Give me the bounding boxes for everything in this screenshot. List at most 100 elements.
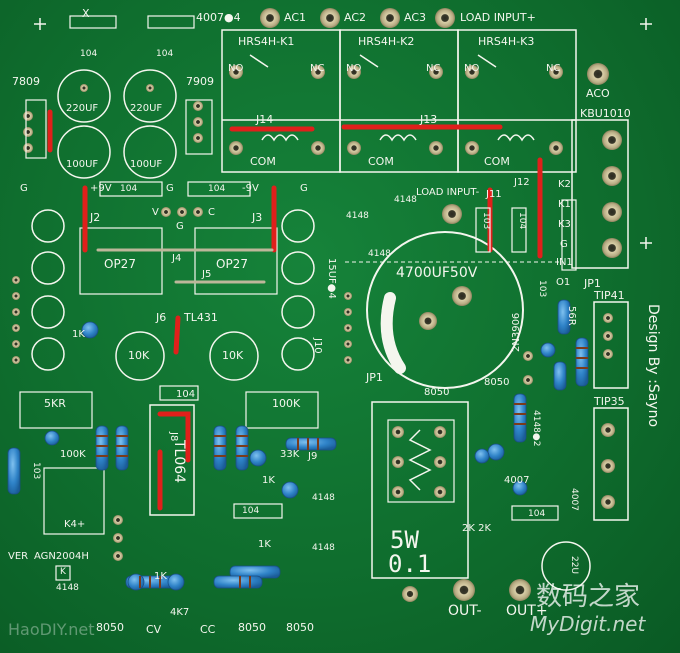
label-tl064: TL064 — [171, 440, 187, 484]
label-2k2k: 2K 2K — [462, 523, 492, 534]
label-2n3906: 2N3906 — [511, 312, 522, 352]
label-4148-e: 4148 — [312, 543, 335, 553]
label-j3: J3 — [252, 211, 263, 224]
label-jp1-right: JP1 — [584, 277, 601, 290]
op27-right-outline — [194, 227, 278, 295]
watermark-cn: 数码之家 — [536, 582, 641, 612]
label-j2: J2 — [90, 211, 101, 224]
label-op27-left: OP27 — [104, 257, 136, 271]
label-no-2: NO — [346, 63, 362, 74]
label-104-c: 104 — [517, 212, 527, 230]
label-plus9v: +9V — [90, 183, 112, 194]
label-104-e: 104 — [176, 389, 196, 400]
power-resistor-outline — [371, 401, 469, 579]
label-8050-d: 8050 — [238, 621, 266, 634]
label-op27-right: OP27 — [216, 257, 248, 271]
label-v: V — [152, 207, 159, 218]
label-k1: K1 — [558, 199, 571, 210]
cap-outlines — [31, 69, 591, 591]
label-4k7: 4K7 — [170, 607, 190, 618]
bridge-outline — [571, 119, 629, 269]
label-cc: CC — [200, 623, 216, 636]
label-g-left: G — [20, 183, 28, 194]
label-220uf-2: 220UF — [130, 103, 163, 114]
label-out-minus: OUT- — [448, 603, 482, 619]
label-8050-b: 8050 — [424, 387, 450, 398]
label-g-mid: G — [166, 183, 174, 194]
label-10k-left: 10K — [128, 349, 150, 362]
label-4007-top: 4007●4 — [196, 11, 241, 24]
label-4007-mid: 4007 — [504, 475, 530, 486]
watermark-left: HaoDIY.net — [8, 620, 95, 639]
label-104-d: 104 — [528, 509, 546, 519]
label-100k-right: 100K — [272, 397, 301, 410]
label-k: K — [60, 567, 66, 577]
label-4148-c: 4148 — [368, 249, 391, 259]
label-7809: 7809 — [12, 75, 40, 88]
label-104-a: 104 — [120, 184, 138, 194]
label-1k-left: 1K — [72, 329, 85, 340]
label-minus9v: -9V — [242, 183, 259, 194]
label-j8: J8 — [168, 432, 179, 442]
label-j10: J10 — [312, 338, 323, 354]
label-j12: J12 — [514, 177, 530, 188]
label-4148x2: 4148●2 — [531, 410, 541, 447]
label-k2: K2 — [558, 179, 571, 190]
label-4700uf: 4700UF50V — [396, 265, 478, 281]
label-g-right: G — [300, 183, 308, 194]
label-ver: VER — [8, 551, 29, 562]
label-4148-b: 4148 — [346, 211, 369, 221]
label-tip41: TIP41 — [594, 289, 625, 302]
label-no-1: NO — [228, 63, 244, 74]
label-c: C — [208, 207, 215, 218]
label-com-1: COM — [250, 155, 276, 168]
corner-marks — [34, 18, 652, 249]
label-103-c: 103 — [31, 462, 41, 480]
watermark-en: MyDigit.net — [530, 612, 646, 636]
label-j13: J13 — [420, 113, 438, 126]
label-g-under: G — [176, 221, 184, 232]
label-1k-bottom-a: 1K — [154, 571, 167, 582]
label-relay-k2: HRS4H-K2 — [358, 35, 415, 48]
label-g-k: G — [560, 239, 568, 250]
label-k4: K4+ — [64, 519, 86, 530]
label-104-b: 104 — [208, 184, 226, 194]
tip35-outline — [593, 407, 629, 521]
label-aco: ACO — [586, 87, 610, 100]
label-jp1-center: JP1 — [366, 371, 383, 384]
label-4007-side: 4007 — [569, 488, 579, 511]
label-k3: K3 — [558, 219, 571, 230]
label-load-input-minus: LOAD INPUT- — [416, 187, 480, 198]
label-8050-e: 8050 — [286, 621, 314, 634]
label-8050-c: 8050 — [96, 621, 124, 634]
label-8050-a: 8050 — [484, 377, 510, 388]
label-nc-2: NC — [426, 63, 441, 74]
label-4148-f: 4148 — [56, 583, 79, 593]
label-01: 0.1 — [388, 550, 432, 578]
label-nc-3: NC — [546, 63, 561, 74]
label-220uf-1: 220UF — [66, 103, 99, 114]
label-104-h: 104 — [156, 49, 174, 59]
label-100k-left: 100K — [60, 449, 86, 460]
label-j14: J14 — [256, 113, 274, 126]
label-22u: 22U — [569, 556, 579, 575]
pads — [12, 8, 622, 602]
label-100uf-2: 100UF — [130, 159, 163, 170]
tl064-outline — [149, 404, 195, 516]
big-cap-outline — [366, 231, 524, 389]
label-ac3: AC3 — [404, 11, 427, 24]
label-15uf: 15UF●4 — [326, 258, 337, 299]
label-kbu1010: KBU1010 — [580, 107, 631, 120]
label-com-3: COM — [484, 155, 510, 168]
label-tip35: TIP35 — [594, 395, 625, 408]
label-nc-1: NC — [310, 63, 325, 74]
big-cap-stripe — [380, 292, 406, 374]
label-104-g: 104 — [80, 49, 98, 59]
label-1k-mid: 1K — [262, 475, 275, 486]
label-100uf-1: 100UF — [66, 159, 99, 170]
label-ac2: AC2 — [344, 11, 367, 24]
label-j4: J4 — [172, 253, 182, 264]
label-design-by: Design By :Sayno — [645, 304, 661, 428]
label-5w: 5W — [390, 526, 419, 554]
